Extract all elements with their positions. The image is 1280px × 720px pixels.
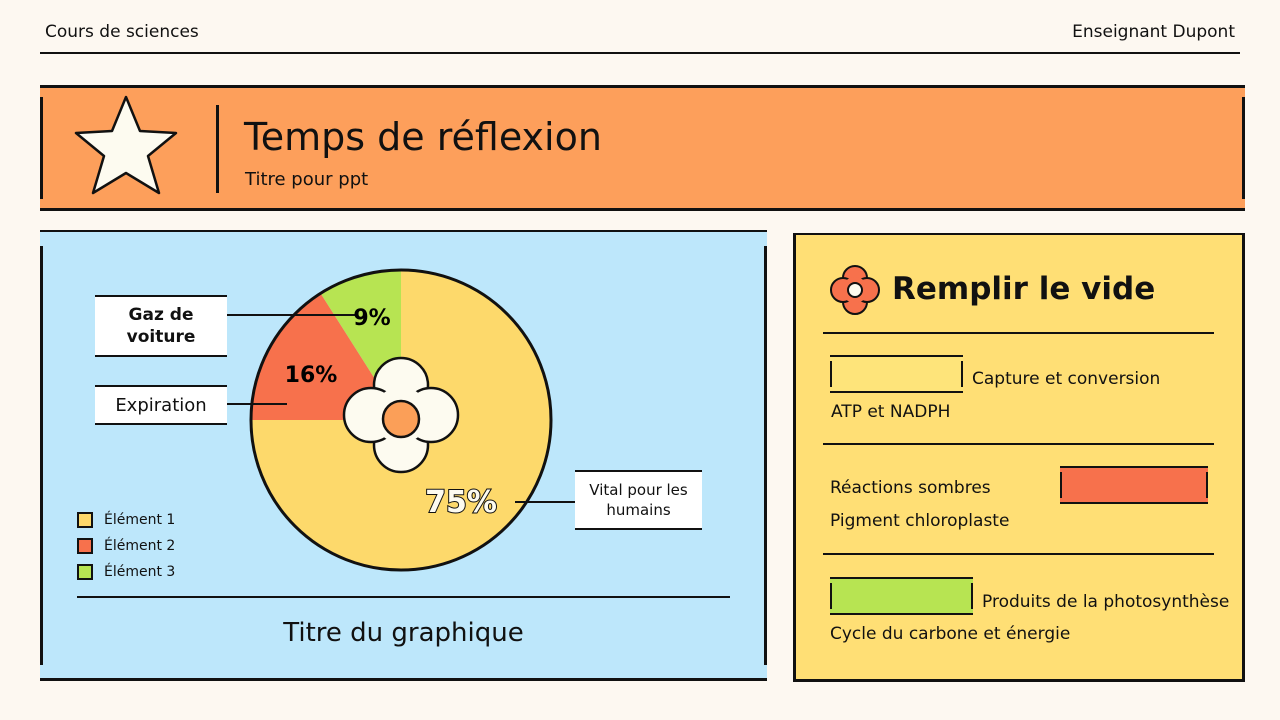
fill-row-3-subtext: Cycle du carbone et énergie [830,624,1071,644]
pie-chart: 9% 16% 75% [227,268,575,572]
flower-icon [830,265,880,315]
blank-field-2[interactable] [1060,466,1208,504]
legend-item-3: Élément 3 [77,559,175,585]
legend-item-1: Élément 1 [77,507,175,533]
banner-separator [216,105,219,193]
fill-row-1-text: Capture et conversion [972,369,1161,389]
callout-vital-label: Vital pour les humains [589,481,688,519]
value-label-16: 16% [285,363,338,388]
chart-legend: Élément 1 Élément 2 Élément 3 [77,507,175,585]
legend-swatch [77,512,93,528]
teacher-name: Enseignant Dupont [1072,22,1235,42]
value-label-75: 75% [425,485,497,520]
header-divider [40,52,1240,54]
star-icon [74,95,178,195]
callout-gas-label: Gaz de voiture [126,305,196,347]
course-name: Cours de sciences [45,22,199,42]
legend-item-2: Élément 2 [77,533,175,559]
blank-field-1[interactable] [830,355,963,393]
callout-expiration-label: Expiration [115,394,207,416]
banner-subtitle: Titre pour ppt [245,169,369,190]
fill-in-title: Remplir le vide [892,271,1156,307]
legend-label: Élément 3 [104,564,176,580]
title-banner: Temps de réflexion Titre pour ppt [40,85,1245,211]
value-label-9: 9% [353,306,390,331]
flower-decoration-icon [342,356,460,474]
pie-outline [249,268,553,572]
callout-expiration: Expiration [95,385,227,425]
legend-swatch [77,564,93,580]
callout-vital: Vital pour les humains [575,470,702,530]
fill-divider-2 [823,443,1214,445]
legend-label: Élément 2 [104,538,176,554]
banner-title: Temps de réflexion [244,115,602,159]
legend-label: Élément 1 [104,512,176,528]
callout-gas: Gaz de voiture [95,295,227,357]
legend-swatch [77,538,93,554]
blank-field-3[interactable] [830,577,973,615]
fill-row-3-text: Produits de la photosynthèse [982,592,1230,612]
fill-row-2-subtext: Pigment chloroplaste [830,511,1010,531]
chart-title: Titre du graphique [283,618,524,648]
fill-divider-1 [823,332,1214,334]
fill-row-2-text: Réactions sombres [830,478,991,498]
chart-title-divider [77,596,730,598]
fill-row-1-subtext: ATP et NADPH [831,402,951,422]
fill-divider-3 [823,553,1214,555]
